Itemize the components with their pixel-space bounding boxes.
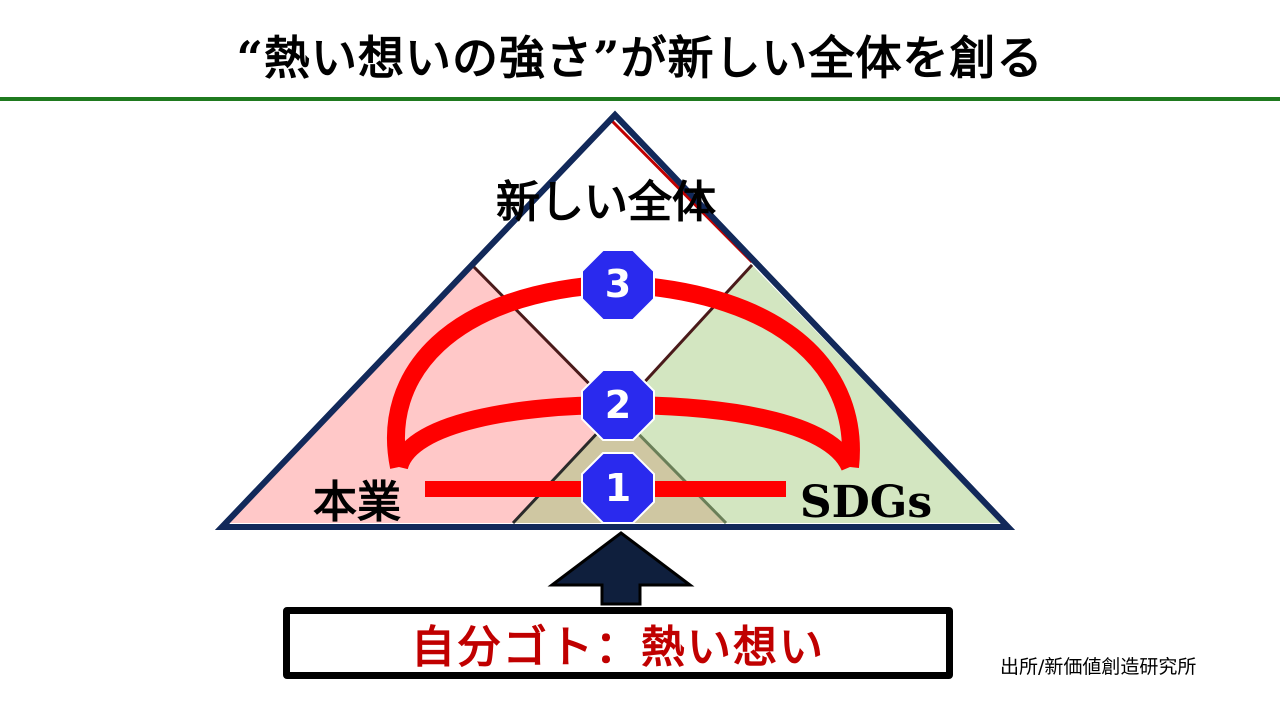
marker-3-label: 3: [605, 262, 631, 306]
source-credit: 出所/新価値創造研究所: [1000, 656, 1197, 678]
apex-label: 新しい全体: [496, 177, 716, 228]
right-region: [617, 265, 1002, 523]
left-region: [228, 265, 617, 523]
left-label: 本業: [313, 477, 401, 528]
marker-3: 3: [581, 249, 655, 321]
marker-2-label: 2: [605, 383, 631, 427]
outer-triangle-outline: [214, 110, 1016, 530]
base-foundation-box: 自分ゴト：熱い想い: [283, 607, 953, 679]
base-label: 自分ゴト：熱い想い: [411, 622, 825, 673]
marker-1-label: 1: [605, 466, 631, 510]
marker-1: 1: [581, 452, 655, 524]
title-underline: [0, 97, 1280, 101]
page-title: “熱い想いの強さ”が新しい全体を創る: [236, 31, 1044, 85]
up-arrow-icon: [547, 531, 695, 606]
marker-2: 2: [581, 369, 655, 441]
right-label: SDGs: [800, 477, 932, 528]
